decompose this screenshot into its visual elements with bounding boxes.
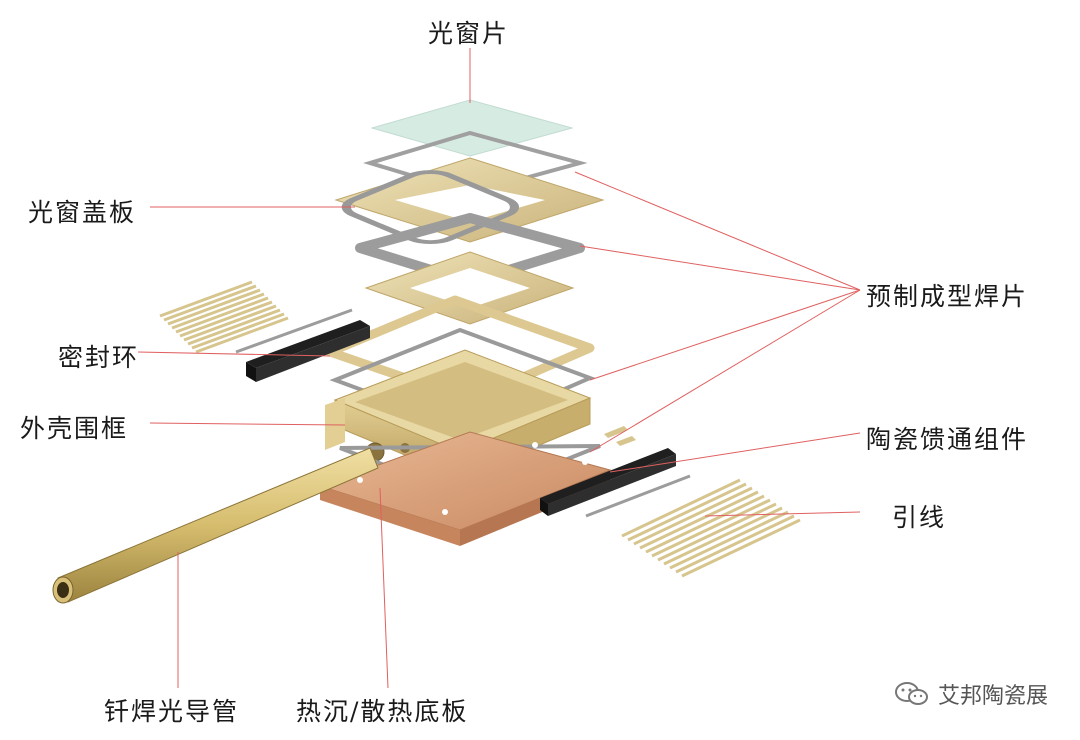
ceramic-feedthrough-right <box>540 448 691 518</box>
label-heat-sink: 热沉/散热底板 <box>296 697 469 726</box>
leads-left <box>159 280 289 354</box>
fiber-tube-part <box>52 447 379 604</box>
label-optical-window: 光窗片 <box>428 19 510 48</box>
inner-gold-plate <box>364 251 575 325</box>
leader-lines <box>137 48 861 689</box>
watermark-text: 艾邦陶瓷展 <box>937 684 1048 709</box>
ceramic-feedthrough-left <box>235 308 370 382</box>
label-ceramic-feedthrough: 陶瓷馈通组件 <box>866 425 1029 454</box>
optical-window-part <box>370 99 574 157</box>
leads-right <box>621 478 801 578</box>
solder-preform-2 <box>341 170 520 245</box>
label-fiber-tube: 钎焊光导管 <box>104 697 240 726</box>
label-preform-solder: 预制成型焊片 <box>866 282 1029 311</box>
label-window-cover: 光窗盖板 <box>28 198 137 227</box>
watermark: 艾邦陶瓷展 <box>894 678 1048 710</box>
wechat-icon <box>894 682 928 705</box>
label-leads: 引线 <box>892 503 947 532</box>
label-seal-ring: 密封环 <box>58 343 140 372</box>
label-housing-frame: 外壳围框 <box>20 414 129 443</box>
